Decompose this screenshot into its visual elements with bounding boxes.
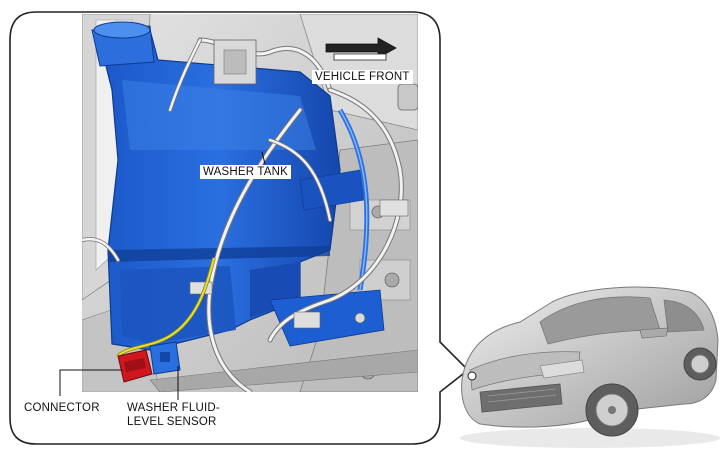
vehicle-illustration: [460, 286, 720, 448]
vehicle-front-arrow: [325, 37, 397, 61]
label-washer-fluid-level-sensor: WASHER FLUID- LEVEL SENSOR: [127, 401, 237, 429]
label-sensor-line-2: LEVEL SENSOR: [127, 416, 217, 428]
label-connector: CONNECTOR: [24, 402, 100, 414]
fluid-level-sensor-part: [149, 341, 181, 375]
connector-part: [117, 349, 153, 383]
label-vehicle-front: VEHICLE FRONT: [312, 70, 413, 84]
label-washer-tank: WASHER TANK: [200, 165, 292, 179]
leader-lines: [59, 151, 266, 400]
label-sensor-line-1: WASHER FLUID-: [127, 402, 220, 414]
engine-bay-illustration: [82, 14, 418, 392]
